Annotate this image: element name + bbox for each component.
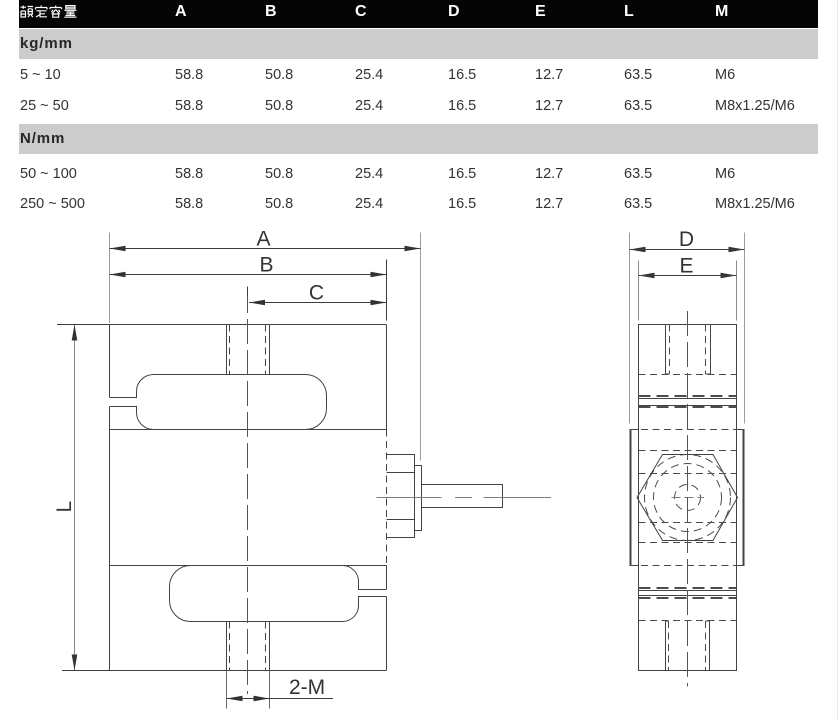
svg-text:A: A [256,228,270,251]
svg-text:2-M: 2-M [289,676,325,699]
svg-text:E: E [679,255,693,278]
svg-text:B: B [259,254,273,277]
svg-text:D: D [679,228,694,251]
svg-text:L: L [53,501,76,513]
svg-text:C: C [309,282,324,305]
